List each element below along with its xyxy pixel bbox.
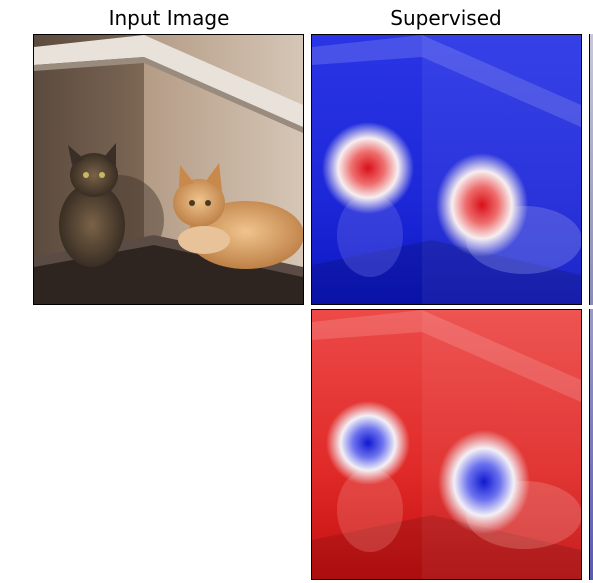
supervised-title: Supervised bbox=[390, 6, 502, 30]
supervised-heatmap-bottom bbox=[311, 309, 582, 580]
heatmap-blue-red bbox=[312, 35, 581, 304]
input-image-panel bbox=[33, 34, 304, 305]
heatmap-red-blue bbox=[312, 310, 581, 579]
cats-photo bbox=[34, 35, 303, 304]
clipped-panel-bottom bbox=[589, 309, 593, 580]
input-image-title: Input Image bbox=[108, 6, 230, 30]
clipped-panel-top bbox=[589, 34, 593, 305]
supervised-heatmap-top bbox=[311, 34, 582, 305]
